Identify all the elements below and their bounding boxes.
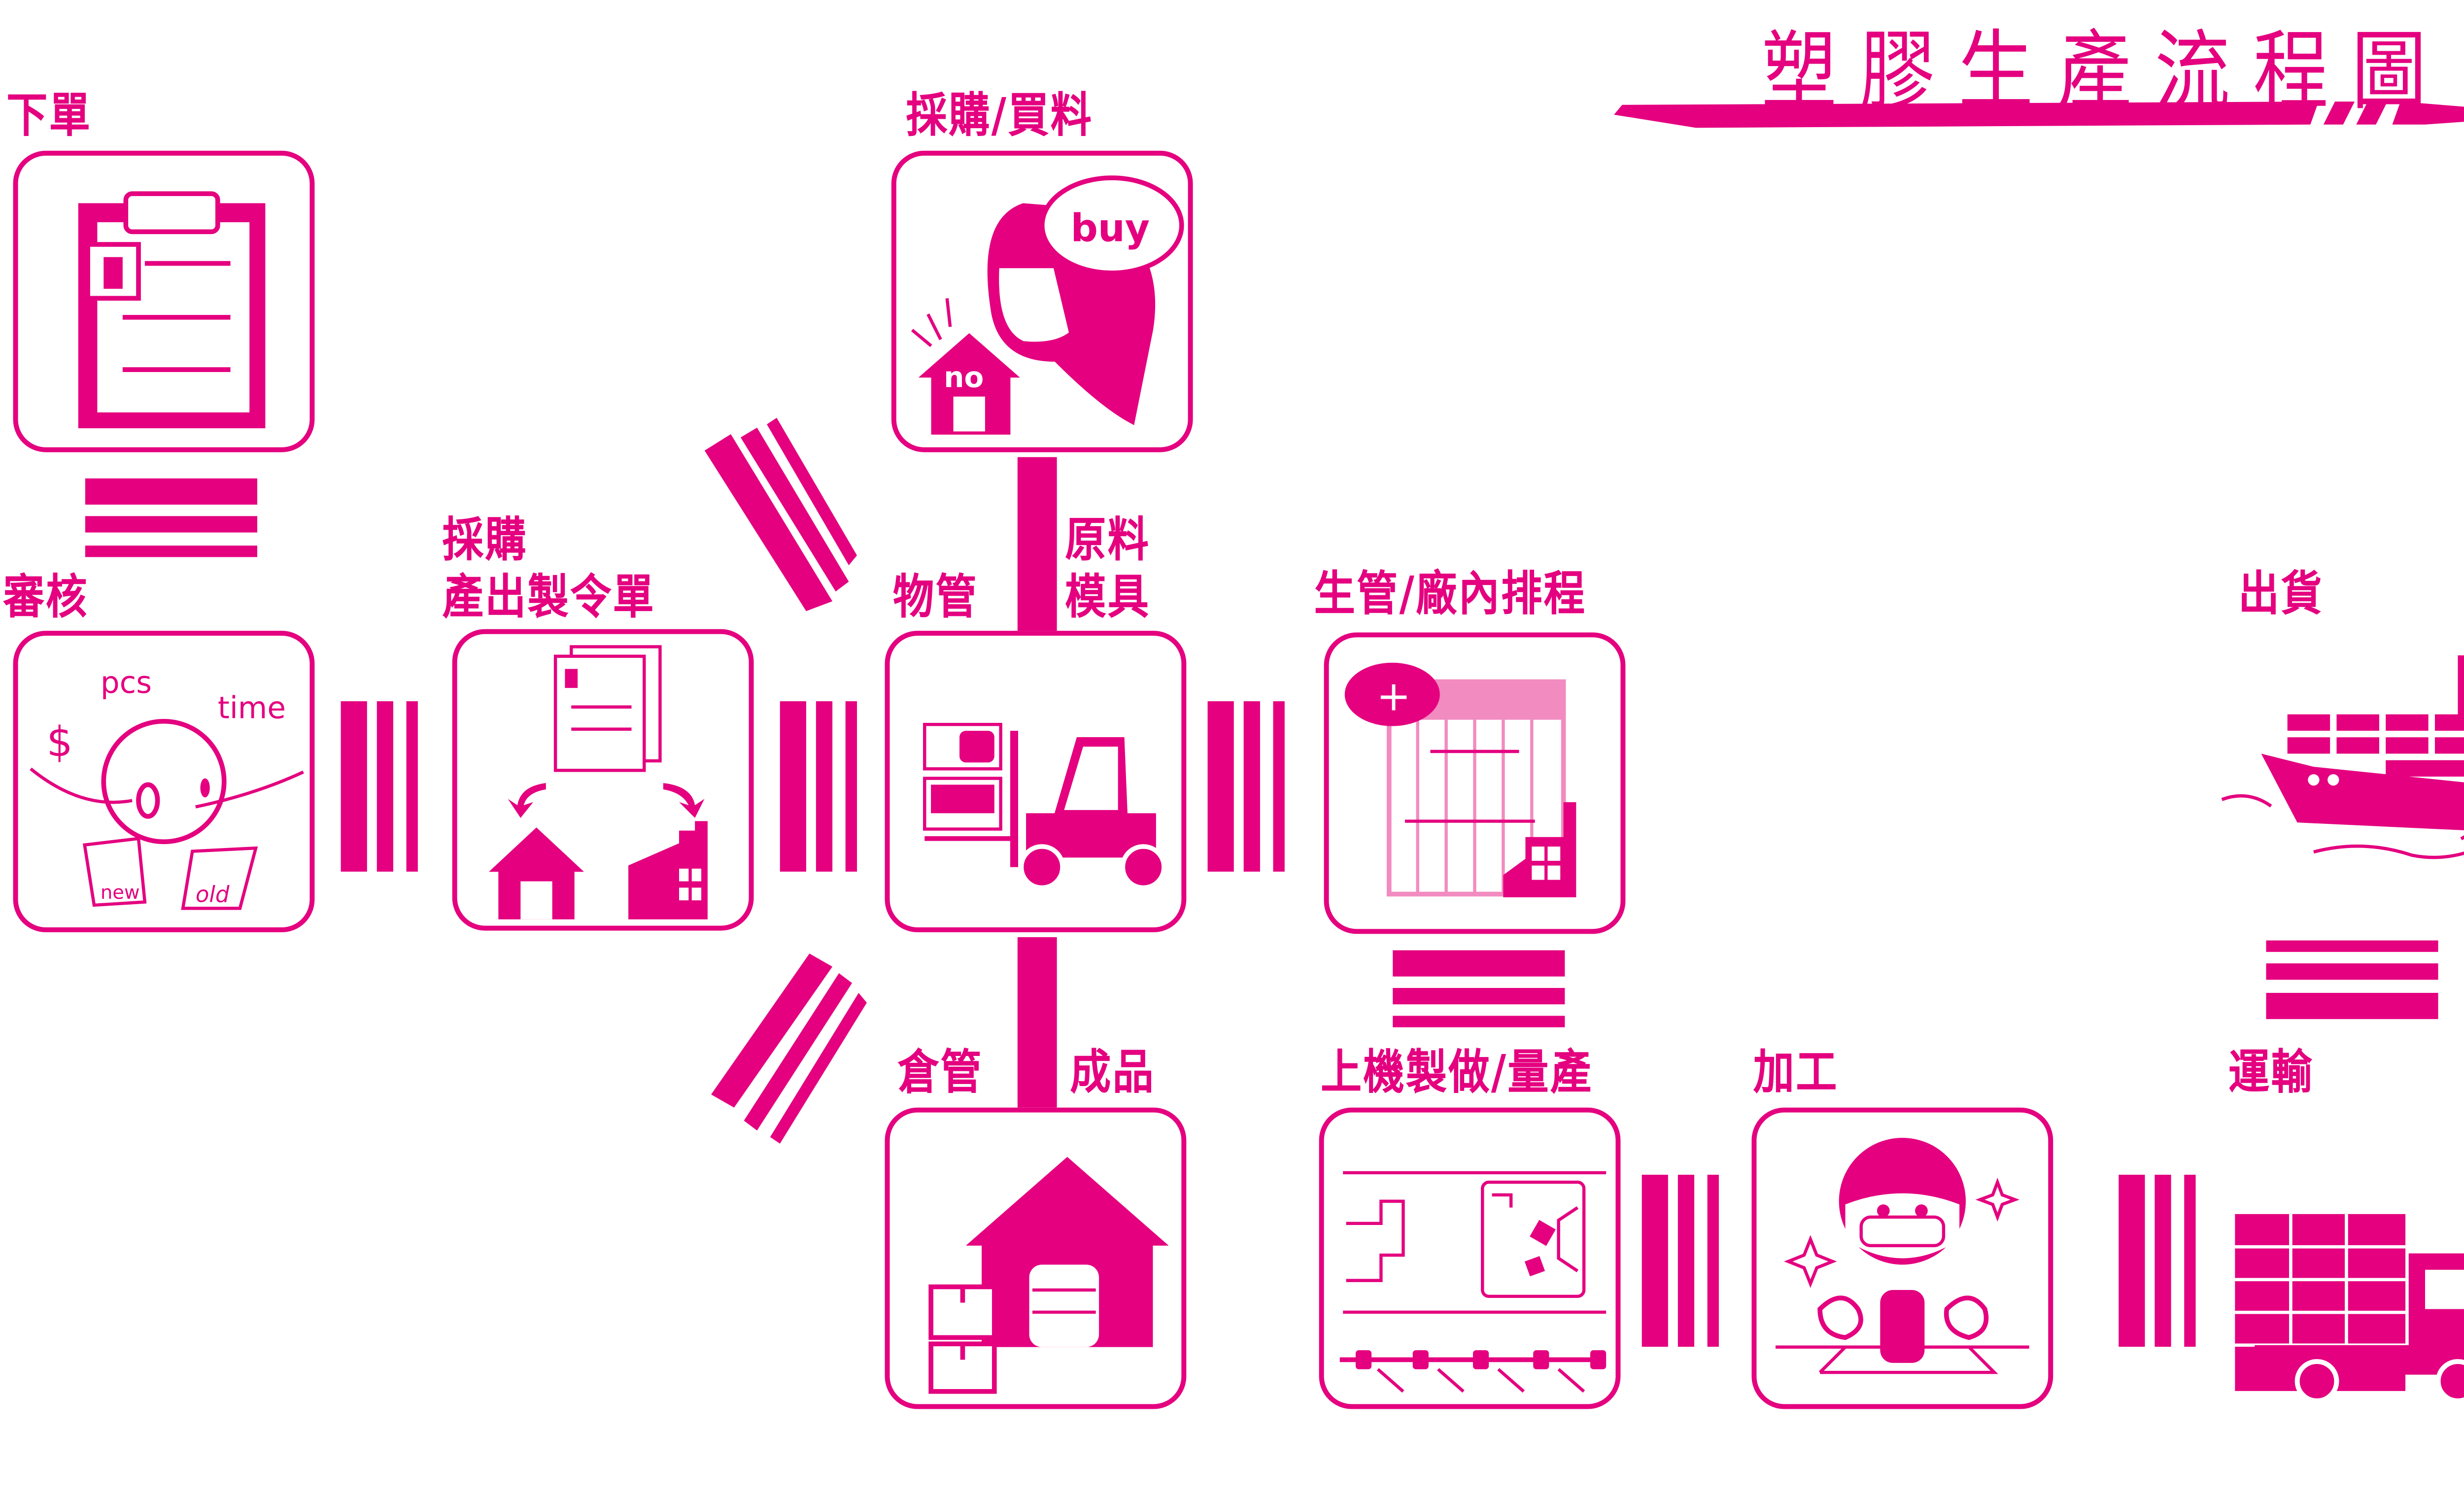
document-split-icon xyxy=(489,645,708,919)
label-order: 下單 xyxy=(6,88,92,143)
label-transport: 運輸 xyxy=(2228,1045,2314,1100)
worker-icon xyxy=(1775,1138,2029,1374)
label-material-mgmt: 物管 xyxy=(893,570,979,625)
reviewer-face-icon: pcs time $ new old xyxy=(30,665,304,910)
title-brush-underline xyxy=(1614,102,2464,128)
step-material-mgmt-box xyxy=(885,631,1187,932)
connector-material-to-warehouse xyxy=(1017,937,1057,1108)
step-review-box: pcs time $ new old xyxy=(13,631,315,932)
label-work-order: 產出製令單 xyxy=(442,570,656,625)
step-warehouse-box xyxy=(885,1107,1187,1409)
old-text: old xyxy=(196,881,230,907)
label-review: 審核 xyxy=(3,570,89,625)
step-buy-material-box: buy no xyxy=(891,150,1193,452)
forklift-icon xyxy=(923,723,1166,890)
step-processing-box xyxy=(1751,1107,2053,1409)
label-warehouse: 倉管 xyxy=(898,1045,984,1100)
connector-buy-to-material xyxy=(1017,457,1057,631)
no-text: no xyxy=(944,360,984,394)
buyer-girl-icon: buy no xyxy=(911,175,1184,435)
schedule-board-icon: + xyxy=(1344,662,1576,897)
connector-diagonal-lower xyxy=(711,953,867,1144)
warehouse-icon xyxy=(928,1156,1169,1394)
label-buy-material: 採購/買料 xyxy=(906,88,1094,143)
dollar-text: $ xyxy=(46,718,72,766)
cargo-ship-icon xyxy=(2221,655,2464,859)
delivery-truck-icon xyxy=(2235,1214,2464,1403)
buy-text: buy xyxy=(1071,206,1150,251)
step-mass-production-box xyxy=(1319,1107,1621,1409)
label-processing: 加工 xyxy=(1753,1045,1839,1100)
step-order-box xyxy=(13,150,315,452)
injection-machine-icon xyxy=(1339,1171,1607,1393)
label-shipping: 出貨 xyxy=(2238,566,2324,621)
label-purchase: 採購 xyxy=(442,512,528,567)
step-schedule-box: + xyxy=(1324,632,1626,934)
label-mold: 模具 xyxy=(1065,570,1151,625)
pcs-text: pcs xyxy=(101,665,152,700)
label-raw-material: 原料 xyxy=(1065,512,1151,567)
time-text: time xyxy=(218,690,286,725)
step-work-order-box xyxy=(452,629,754,931)
plus-text: + xyxy=(1376,672,1411,720)
label-production-schedule: 生管/廠內排程 xyxy=(1314,566,1587,621)
connector-diagonal-upper xyxy=(704,417,857,612)
new-text: new xyxy=(101,882,140,904)
clipboard-icon xyxy=(78,191,266,429)
label-finished-goods: 成品 xyxy=(1070,1045,1156,1100)
label-mass-production: 上機製做/量產 xyxy=(1320,1045,1593,1100)
